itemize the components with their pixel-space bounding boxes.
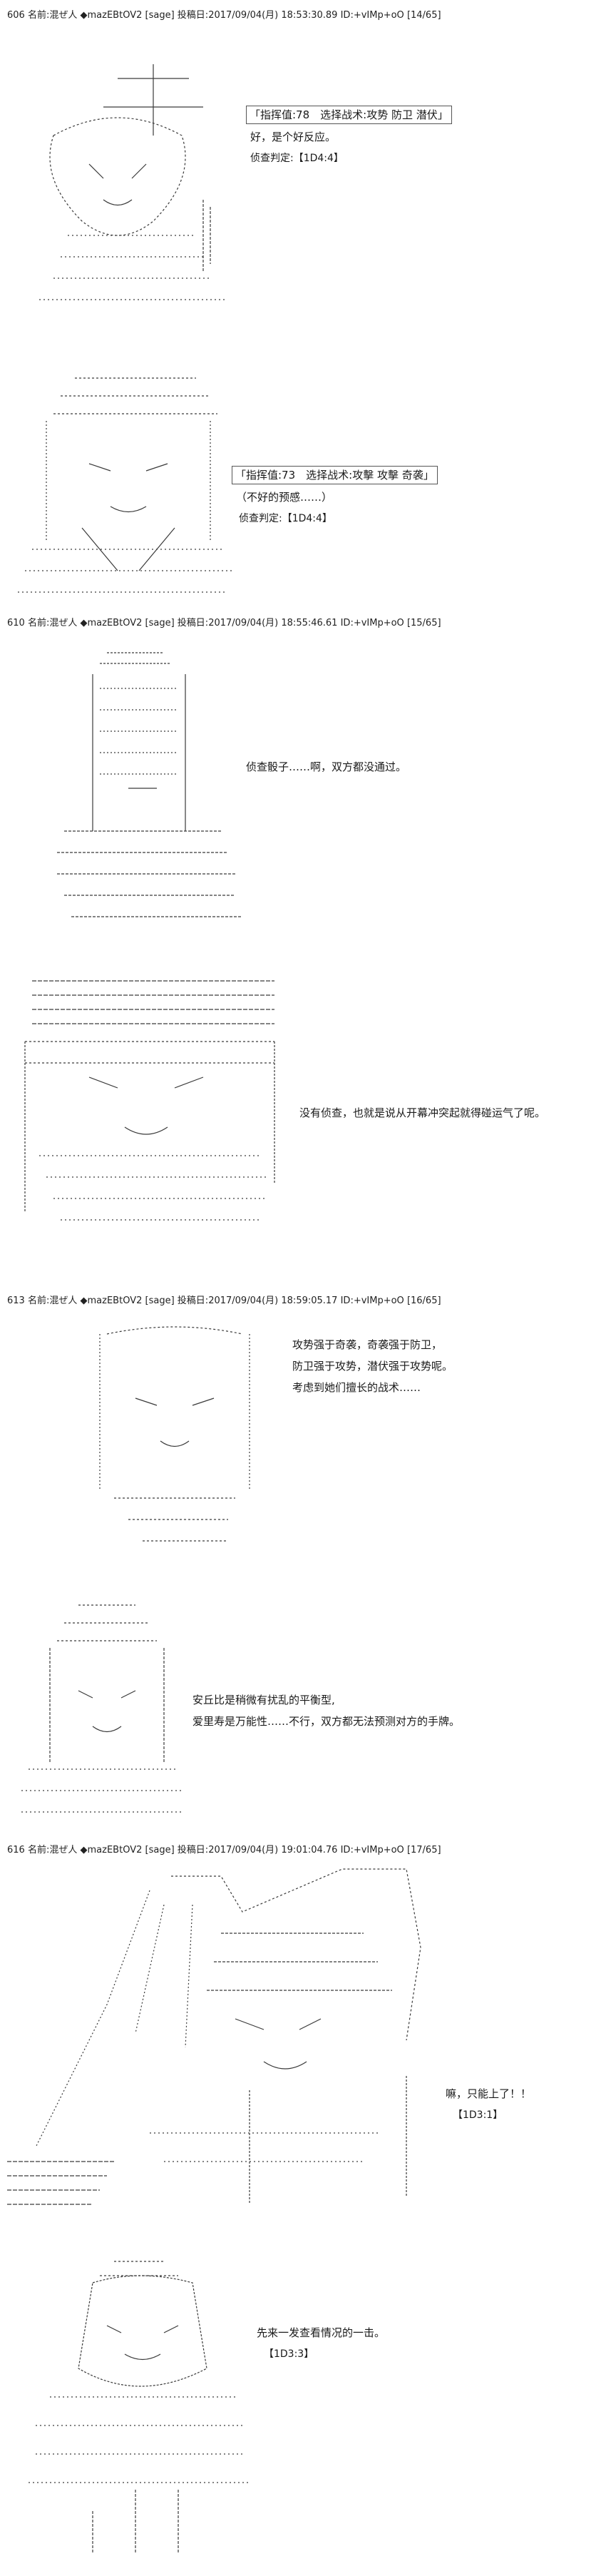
scout-roll-line: 侦查判定:【1D4:4】	[250, 153, 344, 164]
ascii-art-7	[7, 1862, 428, 2219]
date-label: 投稿日:	[177, 618, 209, 628]
name-label: 名前:	[27, 1295, 50, 1306]
ascii-art-2	[11, 357, 232, 606]
ascii-art-6	[14, 1598, 185, 1826]
post-number: 606	[7, 10, 25, 21]
post-header-613: 613 名前:混ぜ人 ◆mazEBtOV2 [sage] 投稿日:2017/09…	[7, 1293, 441, 1306]
dialogue-panel-8: 先来一发查看情况的一击。 【1D3:3】	[257, 2322, 385, 2365]
poster-trip: ◆mazEBtOV2	[80, 1845, 143, 1855]
dialogue-panel-5: 攻势强于奇袭，奇袭强于防卫， 防卫强于攻势，潜伏强于攻势呢。 考虑到她们擅长的战…	[292, 1334, 453, 1398]
page-counter: [14/65]	[406, 10, 441, 21]
scout-roll-line: 侦查判定:【1D4:4】	[239, 513, 332, 524]
poster-name: 混ぜ人	[49, 10, 78, 21]
dialogue-panel-6: 安丘比是稍微有扰乱的平衡型, 爱里寿是万能性……不行，双方都无法预测对方的手牌。	[192, 1689, 460, 1732]
ascii-art-figure	[21, 1604, 182, 1813]
post-date: 2017/09/04(月) 19:01:04.76	[208, 1845, 338, 1855]
post-header-610: 610 名前:混ぜ人 ◆mazEBtOV2 [sage] 投稿日:2017/09…	[7, 615, 441, 628]
poster-name: 混ぜ人	[49, 618, 78, 628]
name-label: 名前:	[27, 10, 50, 21]
post-date: 2017/09/04(月) 18:53:30.89	[208, 10, 338, 21]
name-label: 名前:	[27, 1845, 50, 1855]
dialogue-line: 攻势强于奇袭，奇袭强于防卫，	[292, 1338, 443, 1351]
dialogue-line: 考虑到她们擅长的战术……	[292, 1381, 421, 1394]
mail-field: [sage]	[145, 10, 175, 21]
dialogue-line: 先来一发查看情况的一击。	[257, 2326, 386, 2339]
dialogue-line: 侦查骰子……啊，双方都没通过。	[246, 760, 407, 773]
poster-trip: ◆mazEBtOV2	[80, 10, 143, 21]
mail-field: [sage]	[145, 618, 175, 628]
ascii-art-figure	[24, 980, 275, 1221]
dialogue-line: （不好的预感……）	[236, 491, 333, 504]
poster-trip: ◆mazEBtOV2	[80, 1295, 143, 1306]
tactic-line: 「指挥值:78 选择战术:攻势 防卫 潜伏」	[246, 106, 452, 124]
post-number: 613	[7, 1295, 25, 1306]
ascii-art-figure	[18, 377, 232, 593]
dialogue-line: 爱里寿是万能性……不行，双方都无法预测对方的手牌。	[192, 1715, 461, 1728]
dialogue-line: 防卫强于攻势，潜伏强于攻势呢。	[292, 1360, 453, 1373]
mail-field: [sage]	[145, 1845, 175, 1855]
post-date: 2017/09/04(月) 18:59:05.17	[208, 1295, 338, 1306]
dialogue-line: 嘛，只能上了！！	[446, 2087, 532, 2100]
dialogue-panel-3: 侦查骰子……啊，双方都没通过。	[246, 756, 406, 778]
dice-roll-line: 【1D3:1】	[453, 2109, 503, 2121]
ascii-art-3	[43, 646, 242, 931]
post-date: 2017/09/04(月) 18:55:46.61	[208, 618, 338, 628]
ascii-art-8	[21, 2254, 250, 2561]
post-header-616: 616 名前:混ぜ人 ◆mazEBtOV2 [sage] 投稿日:2017/09…	[7, 1842, 441, 1855]
page-counter: [17/65]	[406, 1845, 441, 1855]
page-counter: [16/65]	[406, 1295, 441, 1306]
ascii-art-figure	[99, 1326, 250, 1542]
ascii-art-5	[57, 1320, 271, 1555]
tactic-line: 「指挥值:73 选择战术:攻擊 攻擊 奇袭」	[232, 466, 438, 484]
poster-id: ID:+vIMp+oO	[340, 1295, 404, 1306]
dialogue-line: 安丘比是稍微有扰乱的平衡型,	[192, 1694, 335, 1706]
date-label: 投稿日:	[177, 1845, 209, 1855]
mail-field: [sage]	[145, 1295, 175, 1306]
dice-roll-line: 【1D3:3】	[264, 2348, 314, 2360]
page-counter: [15/65]	[406, 618, 441, 628]
ascii-art-figure	[29, 2261, 250, 2554]
name-label: 名前:	[27, 618, 50, 628]
dialogue-panel-4: 没有侦查，也就是说从开幕冲突起就得碰运气了呢。	[299, 1102, 545, 1124]
dialogue-line: 没有侦查，也就是说从开幕冲突起就得碰运气了呢。	[299, 1106, 546, 1119]
ascii-art-figure	[57, 652, 242, 917]
poster-id: ID:+vIMp+oO	[340, 10, 404, 21]
ascii-art-4	[11, 970, 285, 1234]
dialogue-line: 好，是个好反应。	[250, 131, 337, 143]
ascii-art-figure	[7, 1868, 421, 2205]
poster-id: ID:+vIMp+oO	[340, 1845, 404, 1855]
dialogue-panel-7: 嘛，只能上了！！ 【1D3:1】	[446, 2083, 531, 2126]
date-label: 投稿日:	[177, 10, 209, 21]
poster-name: 混ぜ人	[49, 1845, 78, 1855]
poster-name: 混ぜ人	[49, 1295, 78, 1306]
dialogue-panel-1: 「指挥值:78 选择战术:攻势 防卫 潜伏」 好，是个好反应。 侦查判定:【1D…	[246, 103, 452, 169]
post-number: 616	[7, 1845, 25, 1855]
poster-trip: ◆mazEBtOV2	[80, 618, 143, 628]
post-header-606: 606 名前:混ぜ人 ◆mazEBtOV2 [sage] 投稿日:2017/09…	[7, 7, 441, 21]
dialogue-panel-2: 「指挥值:73 选择战术:攻擊 攻擊 奇袭」 （不好的预感……） 侦查判定:【1…	[232, 464, 438, 529]
ascii-art-1	[11, 36, 225, 314]
poster-id: ID:+vIMp+oO	[340, 618, 404, 628]
post-number: 610	[7, 618, 25, 628]
date-label: 投稿日:	[177, 1295, 209, 1306]
ascii-art-figure	[39, 64, 225, 300]
